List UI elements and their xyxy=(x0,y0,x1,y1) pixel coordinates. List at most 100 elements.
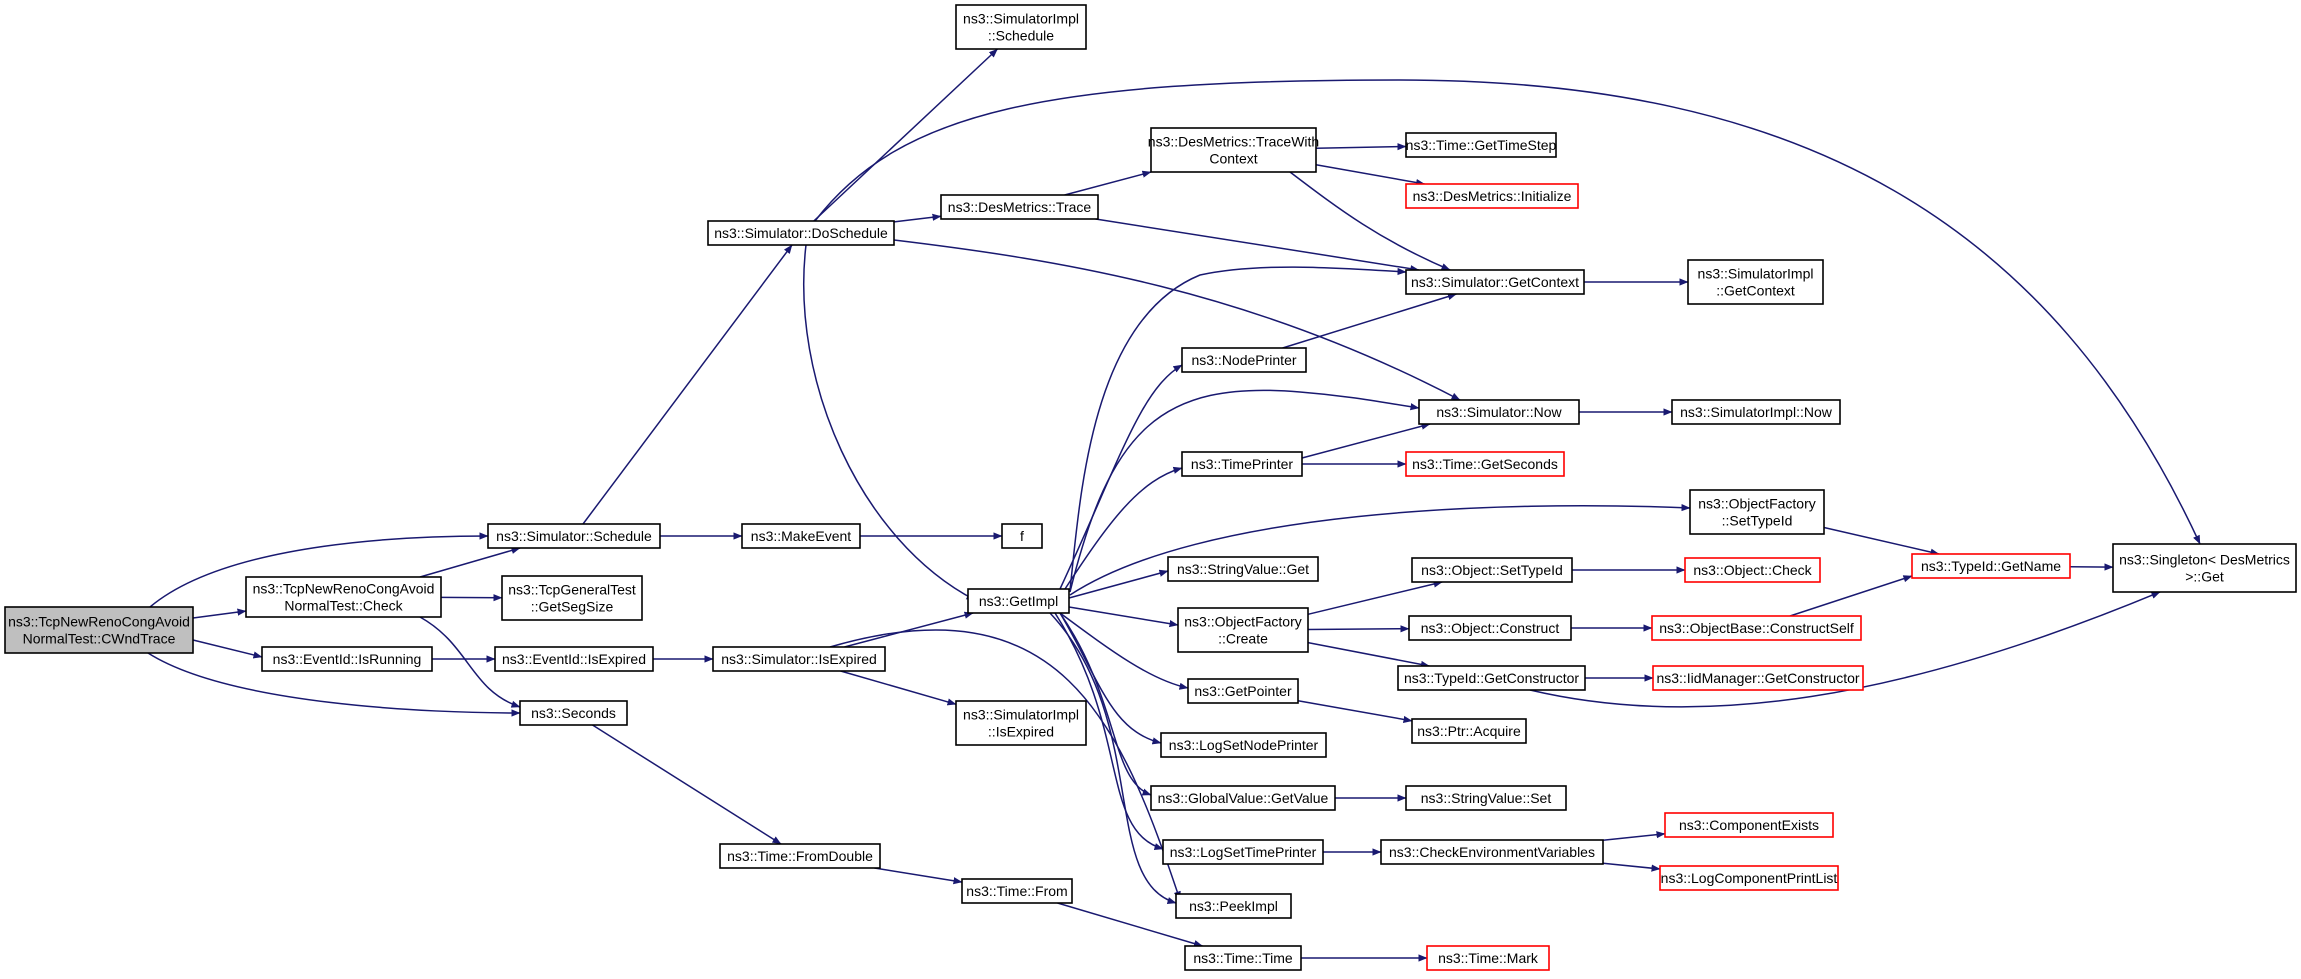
node-f[interactable]: f xyxy=(1001,523,1043,549)
node-box[interactable] xyxy=(245,576,442,618)
node-box[interactable] xyxy=(1911,553,2071,579)
node-ofSetTypeId[interactable]: ns3::ObjectFactory::SetTypeId xyxy=(1689,489,1825,535)
node-box[interactable] xyxy=(1150,785,1336,811)
node-box[interactable] xyxy=(1162,839,1324,865)
node-getImpl[interactable]: ns3::GetImpl xyxy=(967,588,1070,614)
node-ptrAcquire[interactable]: ns3::Ptr::Acquire xyxy=(1411,718,1527,744)
node-box[interactable] xyxy=(1405,451,1565,477)
node-box[interactable] xyxy=(712,646,886,672)
node-implNow[interactable]: ns3::SimulatorImpl::Now xyxy=(1671,399,1841,425)
node-makeEvent[interactable]: ns3::MakeEvent xyxy=(741,523,861,549)
node-implSchedule[interactable]: ns3::SimulatorImpl::Schedule xyxy=(955,4,1087,50)
node-box[interactable] xyxy=(1405,269,1585,295)
node-box[interactable] xyxy=(1405,132,1557,158)
node-doSchedule[interactable]: ns3::Simulator::DoSchedule xyxy=(707,220,895,246)
node-box[interactable] xyxy=(1664,812,1834,838)
node-timeTime[interactable]: ns3::Time::Time xyxy=(1184,945,1302,971)
node-box[interactable] xyxy=(487,523,661,549)
node-box[interactable] xyxy=(1659,865,1839,891)
node-seconds[interactable]: ns3::Seconds xyxy=(519,700,628,726)
node-box[interactable] xyxy=(940,194,1099,220)
node-box[interactable] xyxy=(519,700,628,726)
node-componentExists[interactable]: ns3::ComponentExists xyxy=(1664,812,1834,838)
node-box[interactable] xyxy=(1687,259,1824,305)
node-desTrace[interactable]: ns3::DesMetrics::Trace xyxy=(940,194,1099,220)
node-stringValueGet[interactable]: ns3::StringValue::Get xyxy=(1167,556,1319,582)
node-stringValueSet[interactable]: ns3::StringValue::Set xyxy=(1405,785,1567,811)
node-box[interactable] xyxy=(1187,678,1299,704)
node-logSetNodePrinter[interactable]: ns3::LogSetNodePrinter xyxy=(1160,732,1327,758)
node-box[interactable] xyxy=(4,606,194,654)
node-box[interactable] xyxy=(1175,893,1292,919)
node-box[interactable] xyxy=(501,575,643,621)
node-desInitialize[interactable]: ns3::DesMetrics::Initialize xyxy=(1405,183,1579,209)
node-typeIdGetConstructor[interactable]: ns3::TypeId::GetConstructor xyxy=(1397,665,1586,691)
node-box[interactable] xyxy=(1408,615,1572,641)
node-timeGetSeconds[interactable]: ns3::Time::GetSeconds xyxy=(1405,451,1565,477)
node-getTimeStep[interactable]: ns3::Time::GetTimeStep xyxy=(1405,132,1557,158)
node-box[interactable] xyxy=(955,4,1087,50)
node-box[interactable] xyxy=(719,843,881,869)
node-box[interactable] xyxy=(1418,399,1580,425)
node-box[interactable] xyxy=(1426,945,1550,971)
node-box[interactable] xyxy=(1181,347,1307,373)
node-box[interactable] xyxy=(1181,451,1303,477)
node-implIsExpired[interactable]: ns3::SimulatorImpl::IsExpired xyxy=(955,700,1087,746)
node-logSetTimePrinter[interactable]: ns3::LogSetTimePrinter xyxy=(1162,839,1324,865)
node-box[interactable] xyxy=(261,646,433,672)
node-box[interactable] xyxy=(1177,607,1309,653)
node-logComponentPrintList[interactable]: ns3::LogComponentPrintList xyxy=(1659,865,1839,891)
node-box[interactable] xyxy=(1184,945,1302,971)
node-peekImpl[interactable]: ns3::PeekImpl xyxy=(1175,893,1292,919)
node-checkEnv[interactable]: ns3::CheckEnvironmentVariables xyxy=(1380,839,1604,865)
node-box[interactable] xyxy=(1651,615,1862,641)
node-simIsExpired[interactable]: ns3::Simulator::IsExpired xyxy=(712,646,886,672)
node-ofCreate[interactable]: ns3::ObjectFactory::Create xyxy=(1177,607,1309,653)
node-box[interactable] xyxy=(1160,732,1327,758)
node-box[interactable] xyxy=(1380,839,1604,865)
node-box[interactable] xyxy=(1150,127,1317,173)
node-box[interactable] xyxy=(707,220,895,246)
node-schedule[interactable]: ns3::Simulator::Schedule xyxy=(487,523,661,549)
node-check[interactable]: ns3::TcpNewRenoCongAvoidNormalTest::Chec… xyxy=(245,576,442,618)
node-getPointer[interactable]: ns3::GetPointer xyxy=(1187,678,1299,704)
node-root[interactable]: ns3::TcpNewRenoCongAvoidNormalTest::CWnd… xyxy=(4,606,194,654)
node-simGetContext[interactable]: ns3::Simulator::GetContext xyxy=(1405,269,1585,295)
node-objSetTypeId[interactable]: ns3::Object::SetTypeId xyxy=(1411,557,1573,583)
node-simNow[interactable]: ns3::Simulator::Now xyxy=(1418,399,1580,425)
node-timeFromDouble[interactable]: ns3::Time::FromDouble xyxy=(719,843,881,869)
node-timePrinter[interactable]: ns3::TimePrinter xyxy=(1181,451,1303,477)
node-nodePrinter[interactable]: ns3::NodePrinter xyxy=(1181,347,1307,373)
node-box[interactable] xyxy=(967,588,1070,614)
node-box[interactable] xyxy=(1397,665,1586,691)
node-eventIsExpired[interactable]: ns3::EventId::IsExpired xyxy=(494,646,654,672)
node-box[interactable] xyxy=(1671,399,1841,425)
node-timeFrom[interactable]: ns3::Time::From xyxy=(961,878,1073,904)
node-eventIsRunning[interactable]: ns3::EventId::IsRunning xyxy=(261,646,433,672)
node-typeIdGetName[interactable]: ns3::TypeId::GetName xyxy=(1911,553,2071,579)
node-objBaseConstructSelf[interactable]: ns3::ObjectBase::ConstructSelf xyxy=(1651,615,1862,641)
node-getSegSize[interactable]: ns3::TcpGeneralTest::GetSegSize xyxy=(501,575,643,621)
node-objConstruct[interactable]: ns3::Object::Construct xyxy=(1408,615,1572,641)
node-box[interactable] xyxy=(1411,557,1573,583)
node-box[interactable] xyxy=(1167,556,1319,582)
node-globalValueGetValue[interactable]: ns3::GlobalValue::GetValue xyxy=(1150,785,1336,811)
node-box[interactable] xyxy=(1684,557,1821,583)
node-box[interactable] xyxy=(1405,183,1579,209)
node-box[interactable] xyxy=(961,878,1073,904)
node-box[interactable] xyxy=(1001,523,1043,549)
node-box[interactable] xyxy=(1405,785,1567,811)
node-box[interactable] xyxy=(494,646,654,672)
node-implGetContext[interactable]: ns3::SimulatorImpl::GetContext xyxy=(1687,259,1824,305)
node-objCheck[interactable]: ns3::Object::Check xyxy=(1684,557,1821,583)
node-box[interactable] xyxy=(741,523,861,549)
node-box[interactable] xyxy=(955,700,1087,746)
node-box[interactable] xyxy=(1652,665,1864,691)
node-box[interactable] xyxy=(2112,543,2297,593)
node-iidGetConstructor[interactable]: ns3::IidManager::GetConstructor xyxy=(1652,665,1864,691)
node-timeMark[interactable]: ns3::Time::Mark xyxy=(1426,945,1550,971)
node-box[interactable] xyxy=(1411,718,1527,744)
node-box[interactable] xyxy=(1689,489,1825,535)
node-singletonGet[interactable]: ns3::Singleton< DesMetrics>::Get xyxy=(2112,543,2297,593)
